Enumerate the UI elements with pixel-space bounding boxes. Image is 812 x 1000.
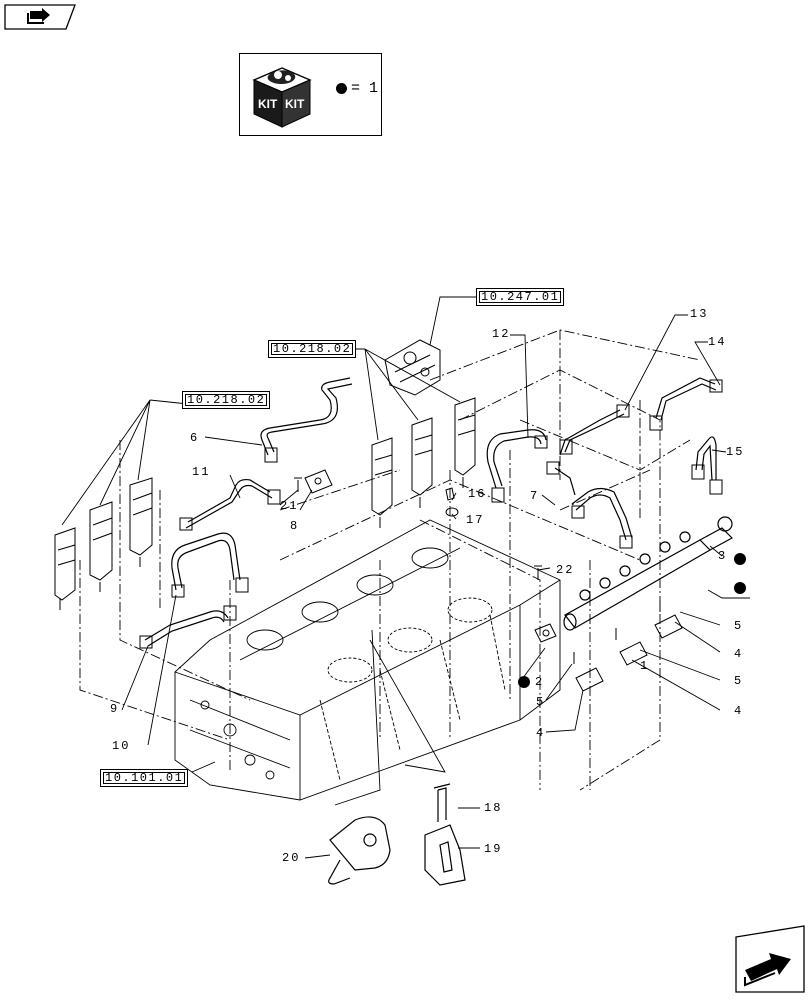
- reference-10-218-02-center-link[interactable]: 10.218.02: [268, 340, 357, 358]
- callout-3: 3: [718, 549, 728, 563]
- kit-legend: KIT KIT = 1: [239, 53, 382, 136]
- callout-7: 7: [530, 489, 540, 503]
- callout-6: 6: [190, 431, 200, 445]
- callout-14: 14: [708, 335, 727, 349]
- callout-17: 17: [466, 513, 485, 527]
- kit-box-icon: KIT KIT: [252, 67, 312, 128]
- kit-marker-dot: [734, 582, 746, 594]
- reference-10-247-01-link[interactable]: 10.247.01: [476, 288, 565, 306]
- next-page-arrow-icon: [735, 925, 805, 993]
- reference-label: 10.218.02: [187, 393, 266, 407]
- callout-21: 21: [280, 499, 299, 513]
- callout-22: 22: [556, 563, 575, 577]
- callout-5-a: 5: [734, 619, 744, 633]
- reference-label: 10.101.01: [105, 771, 184, 785]
- callout-19: 19: [484, 842, 503, 856]
- callout-20: 20: [282, 851, 301, 865]
- callout-13: 13: [690, 307, 709, 321]
- callout-5-b: 5: [734, 674, 744, 688]
- kit-equation-text: = 1: [351, 80, 379, 97]
- callout-16: 16: [468, 487, 487, 501]
- kit-marker-dot: [518, 676, 530, 688]
- kit-dot-icon: [336, 83, 347, 94]
- kit-marker-dot: [734, 553, 746, 565]
- callout-15: 15: [726, 445, 745, 459]
- callout-5-c: 5: [536, 695, 546, 709]
- callout-4-a: 4: [734, 647, 744, 661]
- back-nav-tab[interactable]: [4, 4, 76, 30]
- callout-1: 1: [640, 659, 650, 673]
- callout-10: 10: [112, 739, 131, 753]
- callout-4-c: 4: [536, 726, 546, 740]
- callout-11: 11: [192, 465, 211, 479]
- reference-label: 10.218.02: [273, 342, 352, 356]
- reference-10-218-02-left-link[interactable]: 10.218.02: [182, 391, 271, 409]
- book-arrow-icon: [4, 4, 76, 30]
- svg-text:KIT: KIT: [285, 97, 305, 111]
- svg-text:KIT: KIT: [258, 97, 278, 111]
- callout-8: 8: [290, 519, 300, 533]
- callout-2: 2: [535, 675, 545, 689]
- kit-equation: = 1: [336, 80, 378, 97]
- reference-10-101-01-link[interactable]: 10.101.01: [100, 769, 189, 787]
- callout-12: 12: [492, 327, 511, 341]
- next-page-button[interactable]: [735, 925, 805, 993]
- callout-9: 9: [110, 702, 120, 716]
- reference-label: 10.247.01: [481, 290, 560, 304]
- callout-4-b: 4: [734, 704, 744, 718]
- callout-18: 18: [484, 801, 503, 815]
